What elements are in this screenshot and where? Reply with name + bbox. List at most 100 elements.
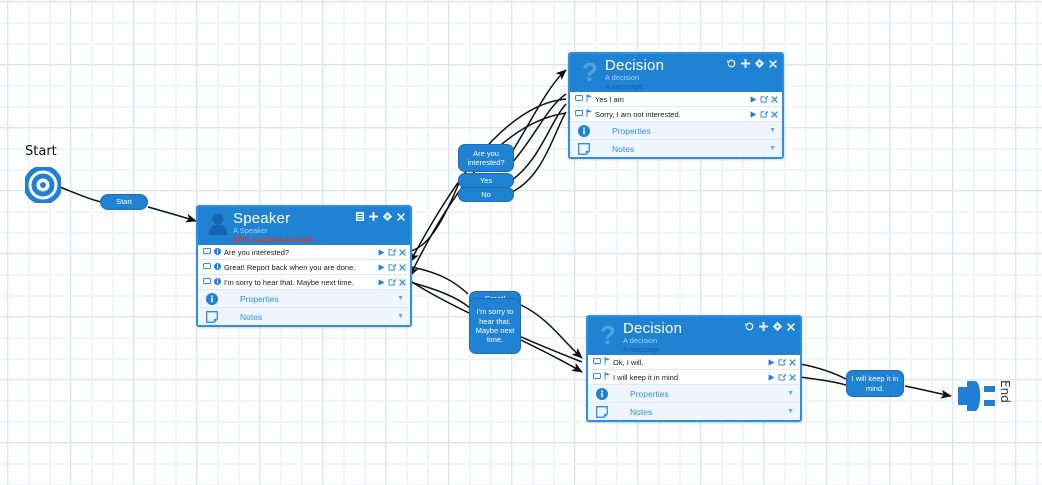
close-icon[interactable] xyxy=(789,373,796,381)
decision-bottom-header-text: Decision A decision A message. xyxy=(621,320,794,354)
speaker-row-actions xyxy=(378,278,406,286)
play-icon[interactable] xyxy=(768,373,775,381)
decision-bottom-properties-section[interactable]: Properties ▼ xyxy=(588,385,800,403)
speaker-notes-section[interactable]: Notes ▼ xyxy=(198,308,410,325)
decision-bottom-row-actions xyxy=(768,373,796,381)
speaker-row-label: Are you interested? xyxy=(224,247,290,257)
chevron-down-icon[interactable]: ▼ xyxy=(787,390,794,397)
speaker-row-label: Great! Report back when you are done. xyxy=(224,262,356,272)
node-speaker[interactable]: Speaker A Speaker NPC, Location not set!… xyxy=(196,205,412,327)
branch-icon xyxy=(586,109,592,119)
close-icon[interactable] xyxy=(399,263,406,271)
decision-bottom-properties-label: Properties xyxy=(630,388,669,399)
edit-icon[interactable] xyxy=(778,358,786,366)
close-icon[interactable] xyxy=(771,110,778,118)
plug-icon xyxy=(958,381,995,411)
edit-icon[interactable] xyxy=(388,263,396,271)
speaker-properties-section[interactable]: Properties ▼ xyxy=(198,290,410,308)
info-badge-icon xyxy=(214,247,221,257)
gear-icon[interactable] xyxy=(773,322,782,331)
speaker-row[interactable]: Great! Report back when you are done. xyxy=(198,260,410,275)
speech-bubble-icon xyxy=(575,94,583,104)
speaker-header[interactable]: Speaker A Speaker NPC, Location not set! xyxy=(198,207,410,245)
start-node[interactable] xyxy=(23,165,63,205)
play-icon[interactable] xyxy=(768,358,775,366)
decision-top-row[interactable]: Yes I am xyxy=(570,92,782,107)
question-icon: ? xyxy=(595,322,621,348)
gear-icon[interactable] xyxy=(755,59,764,68)
speaker-row-actions xyxy=(378,263,406,271)
close-icon[interactable] xyxy=(771,95,778,103)
note-icon xyxy=(206,310,228,323)
decision-top-row-actions xyxy=(750,95,778,103)
decision-bottom-subtitle: A decision xyxy=(623,336,658,345)
node-decision-bottom[interactable]: ? Decision A decision A message. Ok, I w… xyxy=(586,315,802,422)
decision-top-row-label: Yes I am xyxy=(595,94,624,104)
edge-label-are-you-interested[interactable]: Are you interested? xyxy=(458,144,514,172)
gear-icon[interactable] xyxy=(383,212,392,221)
edit-icon[interactable] xyxy=(778,373,786,381)
decision-top-properties-label: Properties xyxy=(612,125,651,136)
history-icon[interactable] xyxy=(727,59,736,68)
speaker-header-text: Speaker A Speaker NPC, Location not set! xyxy=(231,211,404,244)
chevron-down-icon[interactable]: ▼ xyxy=(787,408,794,415)
close-icon[interactable] xyxy=(789,358,796,366)
decision-top-header[interactable]: ? Decision A decision A message. xyxy=(570,54,782,92)
speaker-row[interactable]: I'm sorry to hear that. Maybe next time. xyxy=(198,275,410,290)
edge-label-yes[interactable]: Yes xyxy=(458,173,514,188)
plus-icon[interactable] xyxy=(759,322,768,331)
edge-label-sorry-to-hear[interactable]: I'm sorry to hear that. Maybe next time. xyxy=(469,298,521,354)
edit-icon[interactable] xyxy=(388,248,396,256)
speaker-properties-label: Properties xyxy=(240,293,279,304)
decision-bottom-header[interactable]: ? Decision A decision A message. xyxy=(588,317,800,355)
speaker-row-actions xyxy=(378,248,406,256)
play-icon[interactable] xyxy=(378,248,385,256)
chevron-down-icon[interactable]: ▼ xyxy=(397,313,404,320)
edge-label-start[interactable]: Start xyxy=(100,194,148,210)
decision-top-title: Decision xyxy=(605,57,665,74)
decision-top-row[interactable]: Sorry, I am not interested. xyxy=(570,107,782,122)
node-decision-top[interactable]: ? Decision A decision A message. Yes I a… xyxy=(568,52,784,159)
edge-label-no[interactable]: No xyxy=(458,187,514,202)
info-icon xyxy=(596,387,618,400)
edit-icon[interactable] xyxy=(760,110,768,118)
chevron-down-icon[interactable]: ▼ xyxy=(769,145,776,152)
decision-bottom-row-label: I will keep it in mind. xyxy=(613,372,681,382)
play-icon[interactable] xyxy=(750,95,757,103)
decision-bottom-notes-section[interactable]: Notes ▼ xyxy=(588,403,800,420)
decision-bottom-row[interactable]: Ok, I will. xyxy=(588,355,800,370)
decision-top-notes-section[interactable]: Notes ▼ xyxy=(570,140,782,157)
close-icon[interactable] xyxy=(399,278,406,286)
decision-top-notes-label: Notes xyxy=(612,143,635,154)
book-icon[interactable] xyxy=(356,212,364,221)
close-icon[interactable] xyxy=(787,322,795,331)
decision-top-header-text: Decision A decision A message. xyxy=(603,57,776,90)
history-icon[interactable] xyxy=(745,322,754,331)
edit-icon[interactable] xyxy=(388,278,396,286)
decision-bottom-title: Decision xyxy=(623,320,683,337)
speaker-row[interactable]: Are you interested? xyxy=(198,245,410,260)
speaker-warning: NPC, Location not set! xyxy=(233,234,314,244)
chevron-down-icon[interactable]: ▼ xyxy=(397,295,404,302)
play-icon[interactable] xyxy=(750,110,757,118)
play-icon[interactable] xyxy=(378,278,385,286)
plus-icon[interactable] xyxy=(741,59,750,68)
decision-bottom-notes-label: Notes xyxy=(630,406,653,417)
info-icon xyxy=(206,292,228,305)
chevron-down-icon[interactable]: ▼ xyxy=(769,127,776,134)
decision-bottom-row[interactable]: I will keep it in mind. xyxy=(588,370,800,385)
decision-top-properties-section[interactable]: Properties ▼ xyxy=(570,122,782,140)
close-icon[interactable] xyxy=(399,248,406,256)
decision-bottom-message: A message. xyxy=(623,344,663,354)
decision-top-subtitle: A decision xyxy=(605,73,640,82)
end-node[interactable] xyxy=(958,381,996,411)
branch-icon xyxy=(604,357,610,367)
plus-icon[interactable] xyxy=(369,212,378,221)
edge-label-keep-in-mind[interactable]: I will keep it in mind. xyxy=(846,370,904,397)
edit-icon[interactable] xyxy=(760,95,768,103)
decision-top-row-label: Sorry, I am not interested. xyxy=(595,109,681,119)
close-icon[interactable] xyxy=(769,59,777,68)
play-icon[interactable] xyxy=(378,263,385,271)
close-icon[interactable] xyxy=(397,212,405,221)
